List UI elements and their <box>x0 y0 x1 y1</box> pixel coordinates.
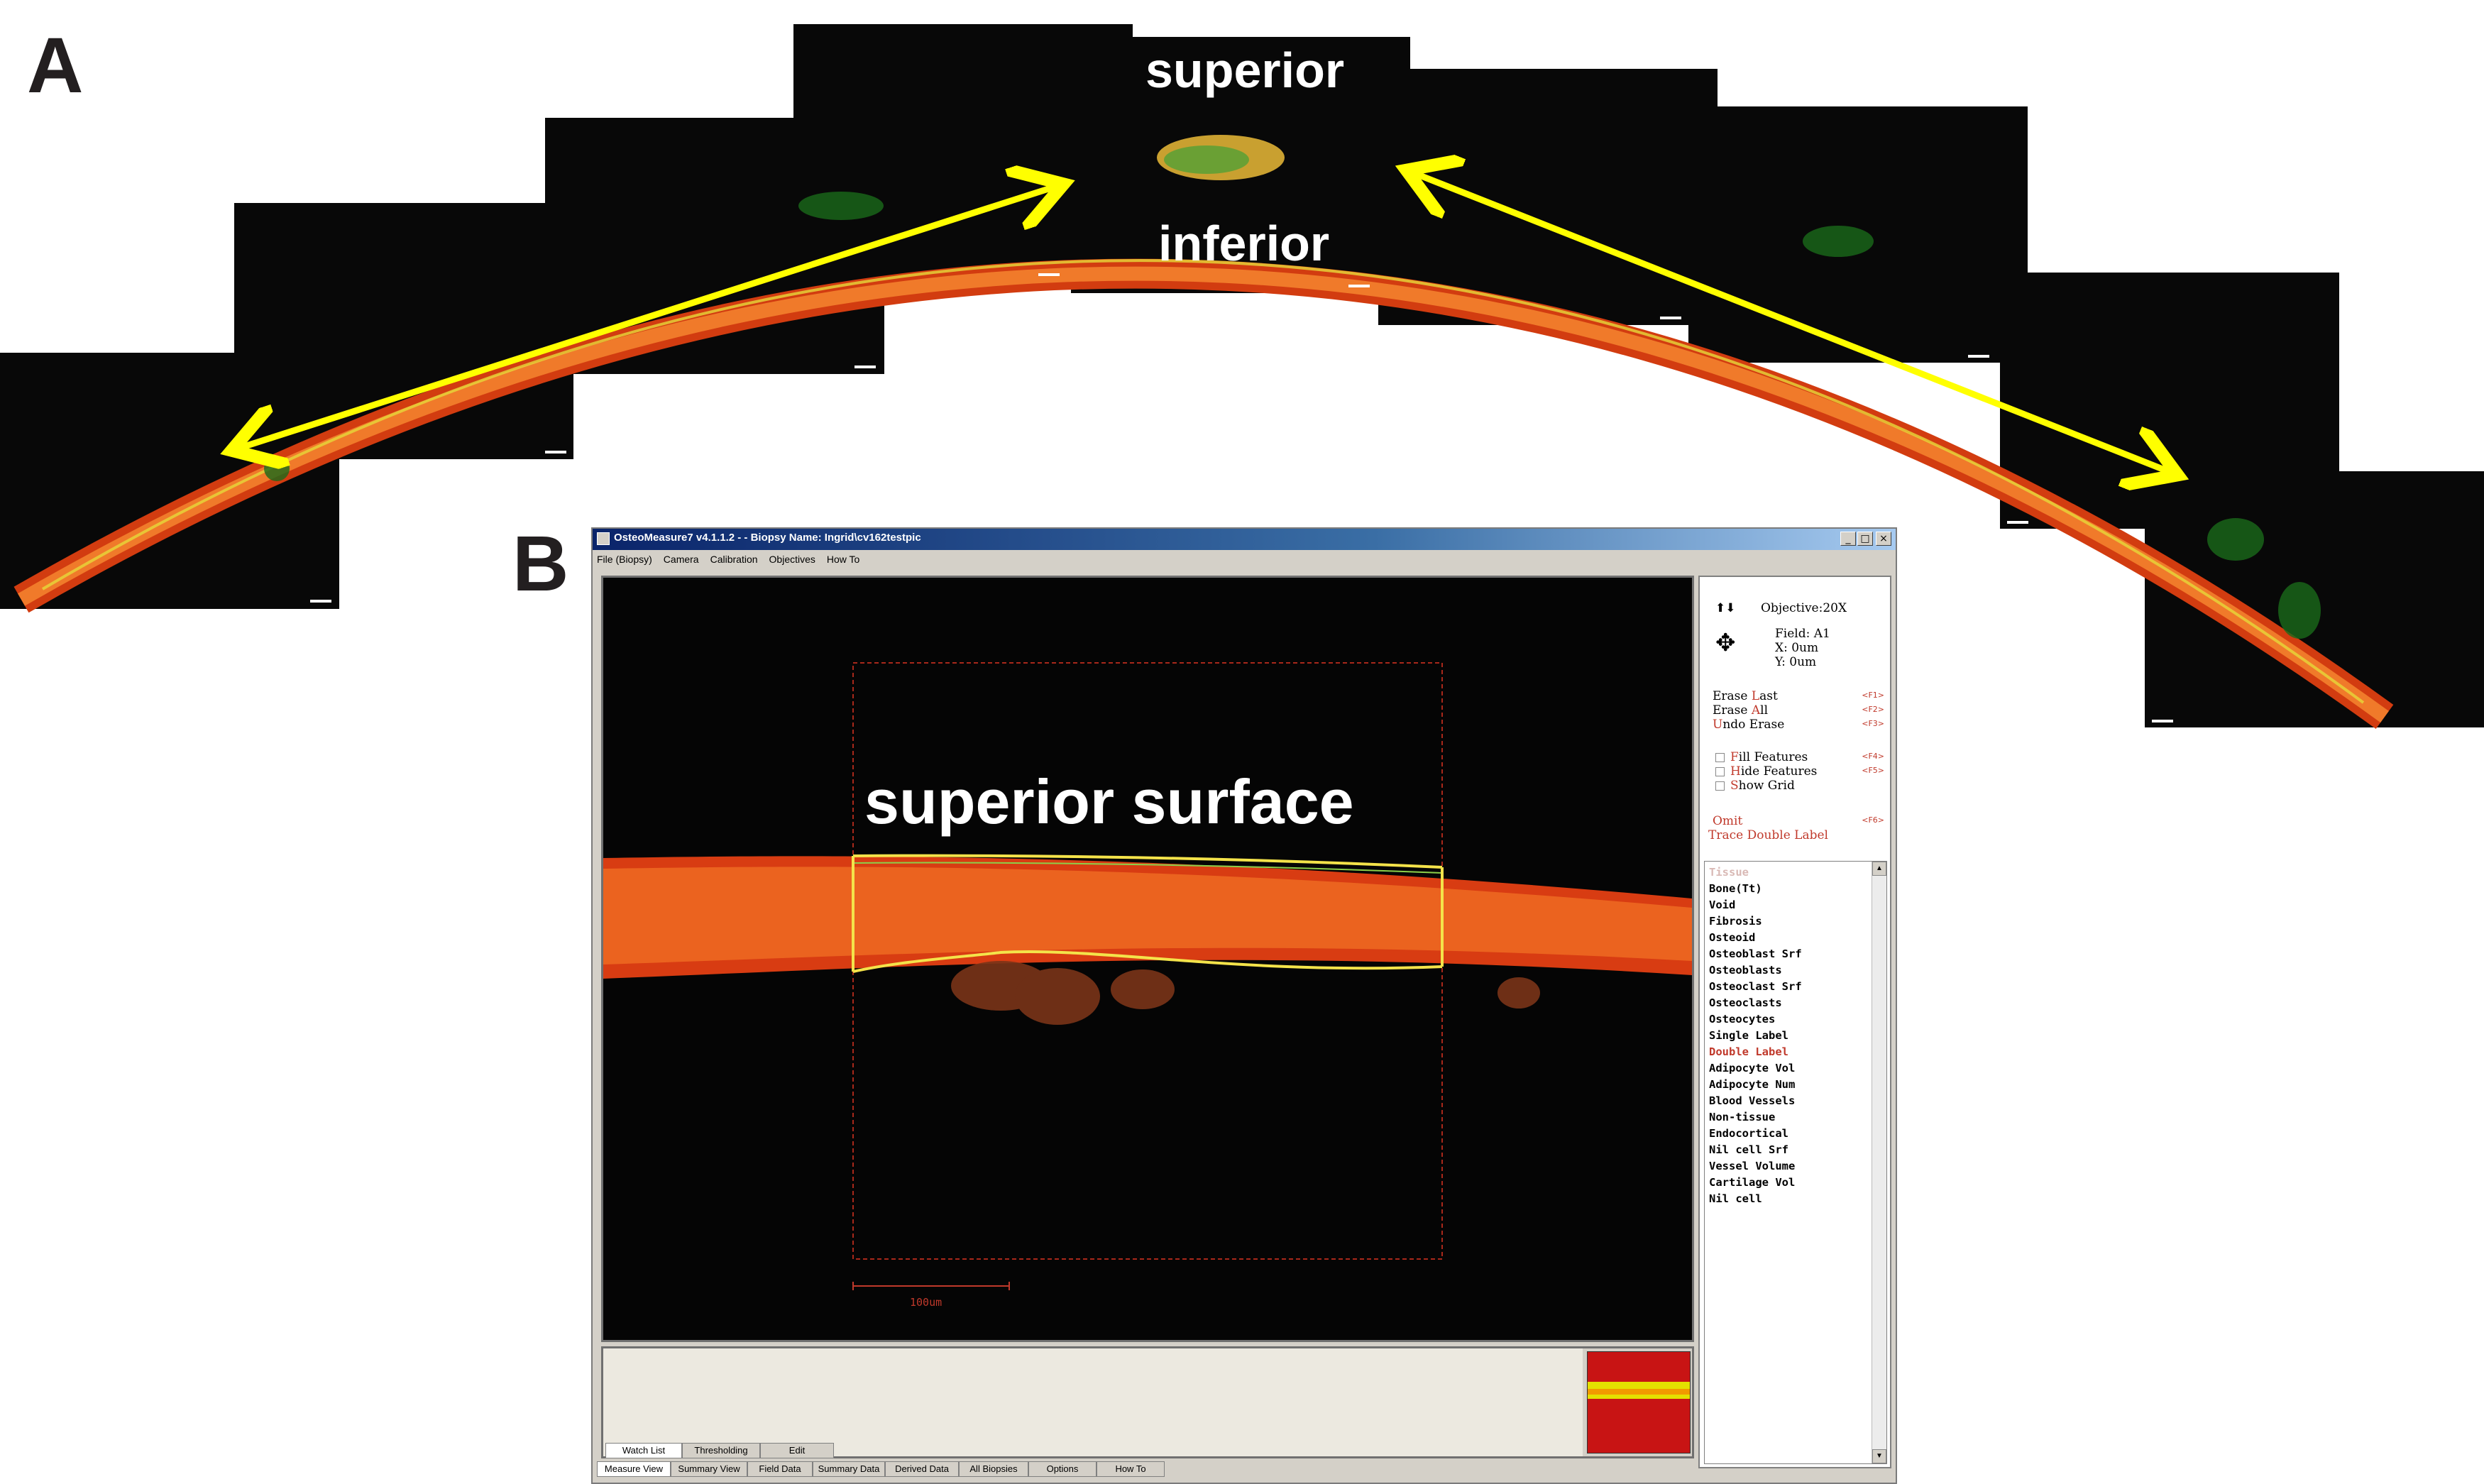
tab-measure-view[interactable]: Measure View <box>597 1461 671 1477</box>
list-item[interactable]: Nil cell Srf <box>1709 1143 1788 1156</box>
list-item[interactable]: Osteoblast Srf <box>1709 947 1802 960</box>
microscope-image <box>603 662 1692 1290</box>
scroll-up-icon[interactable]: ▲ <box>1872 862 1886 876</box>
trace-double-label: Trace Double Label <box>1708 828 1828 842</box>
list-item[interactable]: Void <box>1709 898 1736 911</box>
list-item[interactable]: Osteoid <box>1709 931 1756 944</box>
list-item[interactable]: Single Label <box>1709 1029 1788 1042</box>
hide-features-checkbox[interactable]: Hide Features <box>1715 764 1817 779</box>
hide-features-fkey: <F5> <box>1862 766 1884 775</box>
list-item[interactable]: Osteoblasts <box>1709 964 1782 977</box>
menu-camera[interactable]: Camera <box>663 554 699 565</box>
list-item[interactable]: Adipocyte Vol <box>1709 1062 1796 1074</box>
thumbnail-preview[interactable] <box>1587 1351 1691 1453</box>
tab-edit[interactable]: Edit <box>760 1443 834 1458</box>
tab-thresholding[interactable]: Thresholding <box>682 1443 760 1458</box>
minimize-button[interactable]: _ <box>1840 532 1856 546</box>
list-item[interactable]: Bone(Tt) <box>1709 882 1762 895</box>
arrow-left <box>238 186 1057 449</box>
tab-options[interactable]: Options <box>1028 1461 1097 1477</box>
omit-fkey: <F6> <box>1862 815 1884 825</box>
menu-how-to[interactable]: How To <box>826 554 860 565</box>
tab-derived-data[interactable]: Derived Data <box>885 1461 959 1477</box>
list-item-selected[interactable]: Double Label <box>1709 1045 1788 1058</box>
panel-letter-b: B <box>512 520 569 608</box>
list-item[interactable]: Tissue <box>1709 866 1749 879</box>
tab-how-to[interactable]: How To <box>1097 1461 1165 1477</box>
erase-last-button[interactable]: Erase Last <box>1713 689 1778 703</box>
move-arrows-icon[interactable]: ✥ <box>1715 629 1736 657</box>
maximize-button[interactable]: □ <box>1857 532 1873 546</box>
list-item[interactable]: Blood Vessels <box>1709 1094 1796 1107</box>
panel-a-montage: superior inferior <box>0 0 2484 731</box>
watch-list-area <box>603 1348 1583 1456</box>
tab-field-data[interactable]: Field Data <box>747 1461 813 1477</box>
tab-all-biopsies[interactable]: All Biopsies <box>959 1461 1028 1477</box>
upper-tab-row: Watch List Thresholding Edit <box>605 1443 834 1458</box>
list-item[interactable]: Vessel Volume <box>1709 1160 1796 1172</box>
label-superior: superior <box>1145 43 1345 98</box>
show-grid-checkbox[interactable]: Show Grid <box>1715 779 1795 793</box>
fill-features-checkbox[interactable]: Fill Features <box>1715 750 1808 764</box>
superior-surface-label: superior surface <box>864 766 1354 837</box>
menu-file[interactable]: File (Biopsy) <box>597 554 652 565</box>
tab-watch-list[interactable]: Watch List <box>605 1443 682 1458</box>
list-scrollbar[interactable]: ▲ ▼ <box>1872 862 1886 1463</box>
erase-all-fkey: <F2> <box>1862 705 1884 714</box>
bottom-panel <box>601 1346 1694 1458</box>
close-button[interactable]: × <box>1876 532 1891 546</box>
tissue-list[interactable]: Tissue Bone(Tt) Void Fibrosis Osteoid Os… <box>1704 861 1887 1464</box>
montage-figure <box>0 24 2484 730</box>
image-viewport[interactable]: superior surface 100um <box>601 576 1694 1342</box>
panel-letter-a: A <box>27 22 84 109</box>
scroll-down-icon[interactable]: ▼ <box>1872 1449 1886 1463</box>
x-coordinate: X: 0um <box>1775 641 1819 655</box>
list-item[interactable]: Osteocytes <box>1709 1013 1776 1026</box>
field-label: Field: A1 <box>1775 627 1830 641</box>
menu-calibration[interactable]: Calibration <box>710 554 758 565</box>
updown-arrows-icon[interactable]: ⬆⬇ <box>1715 601 1736 615</box>
tab-summary-view[interactable]: Summary View <box>671 1461 747 1477</box>
inferior-trace <box>852 950 1443 973</box>
app-icon <box>597 532 610 545</box>
objective-label: Objective:20X <box>1761 601 1847 615</box>
marrow-debris <box>951 961 1540 1025</box>
menu-bar: File (Biopsy) Camera Calibration Objecti… <box>597 551 859 567</box>
checkbox-icon[interactable] <box>1715 781 1725 791</box>
list-item[interactable]: Cartilage Vol <box>1709 1176 1796 1189</box>
list-item[interactable]: Osteoclast Srf <box>1709 980 1802 993</box>
scale-bar-label: 100um <box>910 1296 943 1309</box>
checkbox-icon[interactable] <box>1715 767 1725 776</box>
erase-all-button[interactable]: Erase All <box>1713 703 1769 718</box>
title-bar: OsteoMeasure7 v4.1.1.2 - - Biopsy Name: … <box>593 529 1896 550</box>
undo-erase-fkey: <F3> <box>1862 719 1884 728</box>
lower-tab-row: Measure View Summary View Field Data Sum… <box>597 1461 1165 1477</box>
list-item[interactable]: Adipocyte Num <box>1709 1078 1796 1091</box>
list-item[interactable]: Osteoclasts <box>1709 996 1782 1009</box>
checkbox-icon[interactable] <box>1715 753 1725 762</box>
erase-last-fkey: <F1> <box>1862 691 1884 700</box>
menu-objectives[interactable]: Objectives <box>769 554 815 565</box>
fill-features-fkey: <F4> <box>1862 752 1884 761</box>
label-inferior: inferior <box>1158 216 1330 271</box>
list-item[interactable]: Fibrosis <box>1709 915 1762 928</box>
list-item[interactable]: Non-tissue <box>1709 1111 1776 1123</box>
tab-summary-data[interactable]: Summary Data <box>813 1461 885 1477</box>
list-item[interactable]: Nil cell <box>1709 1192 1762 1205</box>
window-title: OsteoMeasure7 v4.1.1.2 - - Biopsy Name: … <box>614 532 921 544</box>
y-coordinate: Y: 0um <box>1775 655 1817 669</box>
superior-trace <box>852 854 1443 869</box>
undo-erase-button[interactable]: Undo Erase <box>1713 718 1785 732</box>
list-item[interactable]: Endocortical <box>1709 1127 1788 1140</box>
omit-button[interactable]: Omit <box>1713 814 1743 828</box>
osteomeasure-window: OsteoMeasure7 v4.1.1.2 - - Biopsy Name: … <box>591 527 1897 1484</box>
side-panel: ⬆⬇ Objective:20X ✥ Field: A1 X: 0um Y: 0… <box>1698 576 1891 1468</box>
arrow-right <box>1412 172 2172 473</box>
